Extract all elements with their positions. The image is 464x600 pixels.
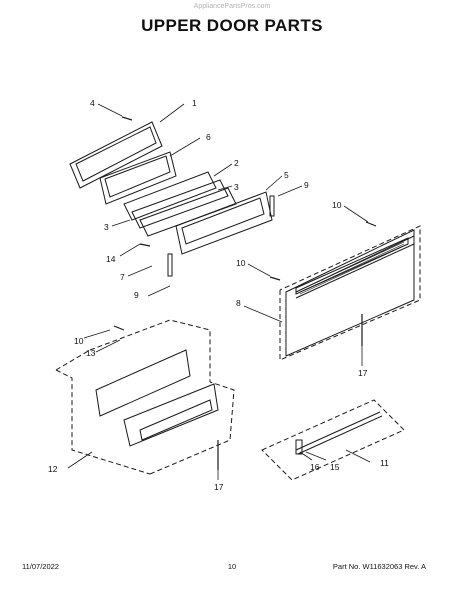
glass-panels: [123, 171, 237, 237]
outer-door-panel: [285, 229, 415, 357]
footer-page-number: 10: [227, 562, 237, 571]
callout-9a: 9: [304, 180, 309, 190]
callout-13: 13: [86, 348, 96, 358]
callout-4: 4: [90, 98, 95, 108]
callout-14: 14: [106, 254, 116, 264]
glass-pack: [99, 151, 177, 205]
callout-10c: 10: [74, 336, 84, 346]
callout-1: 1: [192, 98, 197, 108]
drawer-front: [95, 349, 219, 447]
inner-glass-frame: [69, 121, 163, 189]
callout-16: 16: [310, 462, 320, 472]
door-panel-outline: [279, 225, 421, 361]
footer-part-number: Part No. W11632063 Rev. A: [332, 562, 426, 571]
callout-10a: 10: [332, 200, 342, 210]
drawer-assembly-outline: [55, 319, 235, 475]
rail-assembly-outline: [261, 399, 405, 481]
callout-12: 12: [48, 464, 58, 474]
callout-7: 7: [120, 272, 125, 282]
callout-17a: 17: [358, 368, 368, 378]
callout-11: 11: [380, 458, 389, 468]
screws: [113, 116, 377, 470]
callout-8: 8: [236, 298, 241, 308]
callout-5: 5: [284, 170, 289, 180]
window-frame: [175, 191, 273, 255]
hinge-bracket: [167, 195, 275, 277]
callout-labels: 1 2 3 3 4 5 6 7 8 9 9 10 10 10 11 12 13 …: [48, 98, 389, 492]
watermark: AppliancePartsPros.com: [193, 3, 271, 10]
callout-3b: 3: [104, 222, 109, 232]
callout-9b: 9: [134, 290, 139, 300]
footer-date: 11/07/2022: [22, 562, 59, 571]
callout-2: 2: [234, 158, 239, 168]
leader-lines: [67, 103, 371, 480]
callout-6: 6: [206, 132, 211, 142]
rail-rod: [295, 411, 383, 455]
callout-15: 15: [330, 462, 340, 472]
callout-10b: 10: [236, 258, 246, 268]
vent-strip: [299, 241, 405, 295]
callout-3a: 3: [234, 182, 239, 192]
page-title: UPPER DOOR PARTS: [141, 16, 323, 35]
callout-17b: 17: [214, 482, 224, 492]
